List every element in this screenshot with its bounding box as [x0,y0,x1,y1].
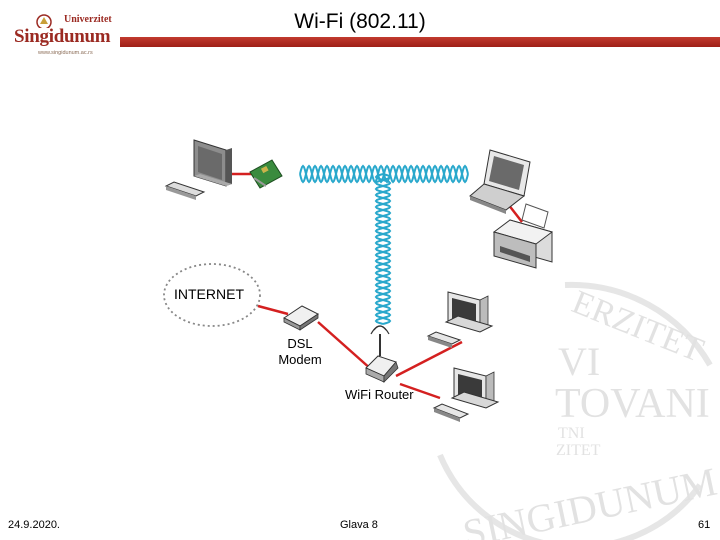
signal-wave [374,173,392,325]
cable [257,304,289,316]
wifi-router-icon [365,325,399,383]
wifi-router-label: WiFi Router [345,387,414,402]
watermark-seal: ERZITET VI TOVANI TNI ZITET SINGIDUNUM [437,281,720,540]
dsl-modem-label: DSL Modem [276,336,324,368]
wireless-signal [299,164,469,325]
cable [317,321,373,371]
logo-name: Singidunum [14,26,111,47]
internet-cloud [163,263,261,327]
desktop-computer-icon [426,291,494,348]
cable [399,382,441,400]
cable [395,340,463,378]
printer-icon [492,203,554,269]
logo-url: www.singidunum.ac.rs [38,50,93,56]
slide-title: Wi-Fi (802.11) [294,10,426,33]
watermark-text: TNI [558,425,585,442]
dsl-modem-icon [283,305,319,331]
logo-emblem-icon [36,14,52,28]
footer-date: 24.9.2020. [8,519,60,531]
footer-chapter: Glava 8 [340,519,378,531]
network-card-icon [249,159,283,189]
laptop-icon [469,149,531,214]
watermark-text: TOVANI [555,381,710,427]
logo-subtitle: Univerzitet [64,14,112,25]
desktop-computer-icon [432,367,500,422]
university-logo: Univerzitet Singidunum www.singidunum.ac… [8,10,116,56]
internet-label: INTERNET [174,286,244,302]
page-number: 61 [698,519,711,531]
desktop-computer-icon [164,139,232,200]
header-bar [120,37,720,47]
signal-wave [374,173,392,325]
dsl-modem-label-line2: Modem [278,352,322,367]
watermark-text: VI [558,339,600,384]
watermark-text: ZITET [556,442,601,459]
dsl-modem-label-line1: DSL [287,336,313,351]
